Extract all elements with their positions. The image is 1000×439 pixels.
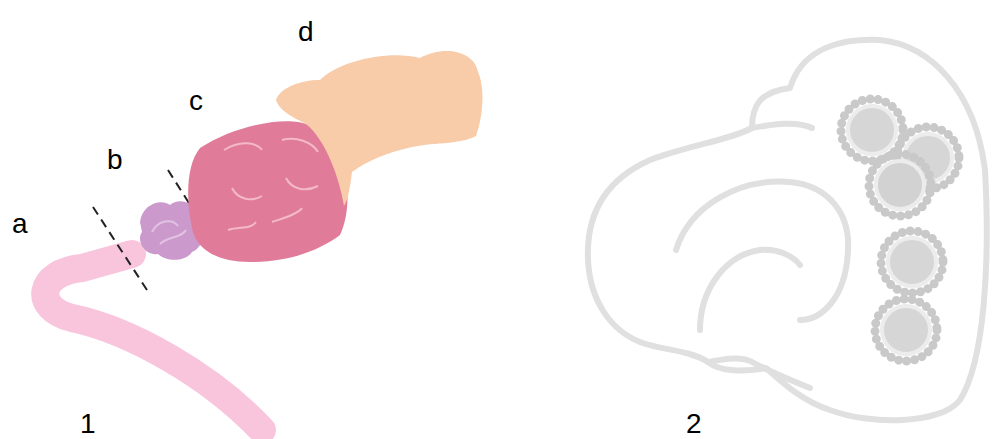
tube-segment [45, 254, 262, 430]
figure-number: 1 [80, 410, 96, 438]
follicle [882, 306, 930, 354]
outer-outline [588, 40, 987, 420]
follicle-group [841, 99, 959, 361]
end-segment [276, 51, 482, 206]
cell-ring [875, 299, 937, 361]
part-letter: d [298, 18, 314, 46]
follicle [888, 238, 936, 286]
cell-ring [881, 231, 943, 293]
organ-outline [588, 40, 987, 420]
bulb-texture [152, 221, 186, 244]
follicle [876, 161, 924, 209]
inner-fold [752, 124, 812, 128]
part-letter: a [12, 210, 28, 238]
part-letter: b [107, 146, 123, 174]
cell-ring [869, 154, 931, 216]
inner-fold [700, 250, 800, 330]
part-letter: c [189, 87, 203, 115]
follicle [848, 106, 896, 154]
ridge-texture [224, 139, 318, 230]
figure-number: 2 [686, 410, 702, 438]
cut-line [93, 207, 147, 290]
inner-fold [708, 358, 810, 388]
